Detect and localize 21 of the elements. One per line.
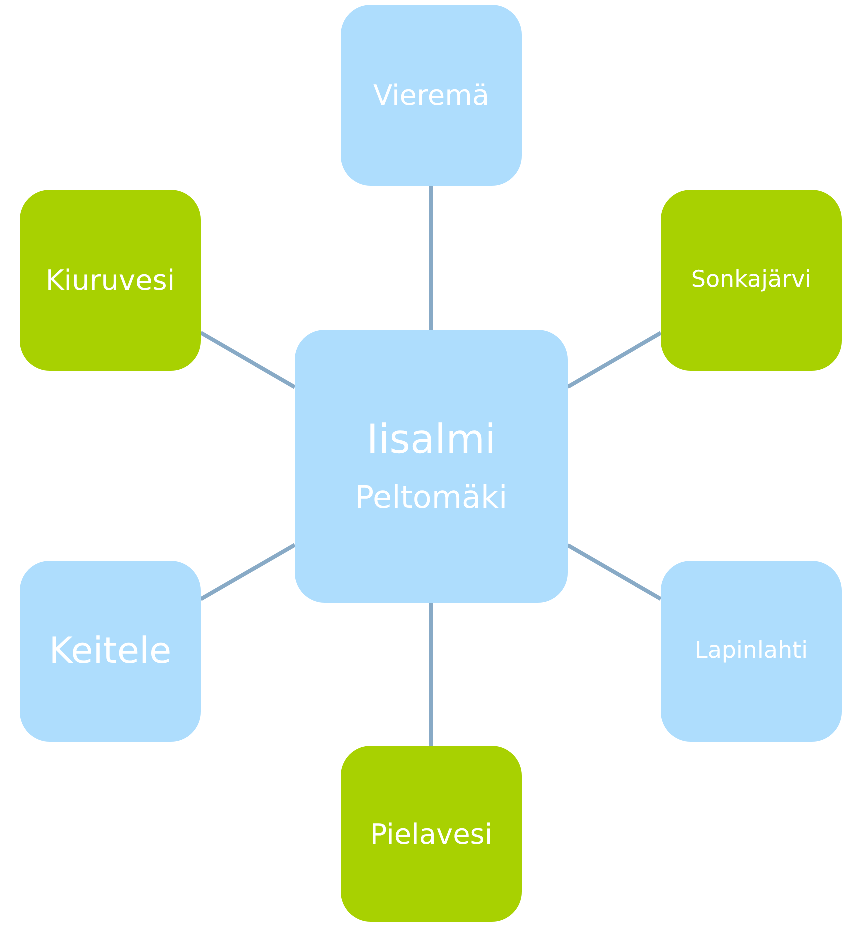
connector-line: [200, 331, 296, 390]
node-title: Sonkajärvi: [691, 266, 812, 295]
rounded-box: [341, 746, 522, 922]
node-title: Lapinlahti: [695, 637, 808, 666]
node-title: Kiuruvesi: [46, 263, 176, 298]
connector-line: [567, 331, 662, 389]
connector-line: [567, 544, 662, 601]
node-title: Keitele: [49, 630, 172, 674]
connector-line: [430, 603, 434, 746]
rounded-box: [20, 190, 201, 371]
rounded-box: [341, 5, 522, 186]
rounded-box: [661, 561, 842, 742]
node-title: Iisalmi: [366, 416, 496, 466]
rounded-box: [295, 330, 568, 603]
rounded-box: [661, 190, 842, 371]
node-subtitle: Peltomäki: [355, 479, 508, 518]
connector-line: [430, 186, 434, 330]
connector-line: [200, 543, 296, 602]
node-title: Vieremä: [373, 78, 490, 113]
node-title: Pielavesi: [370, 816, 493, 852]
rounded-box: [20, 561, 201, 742]
